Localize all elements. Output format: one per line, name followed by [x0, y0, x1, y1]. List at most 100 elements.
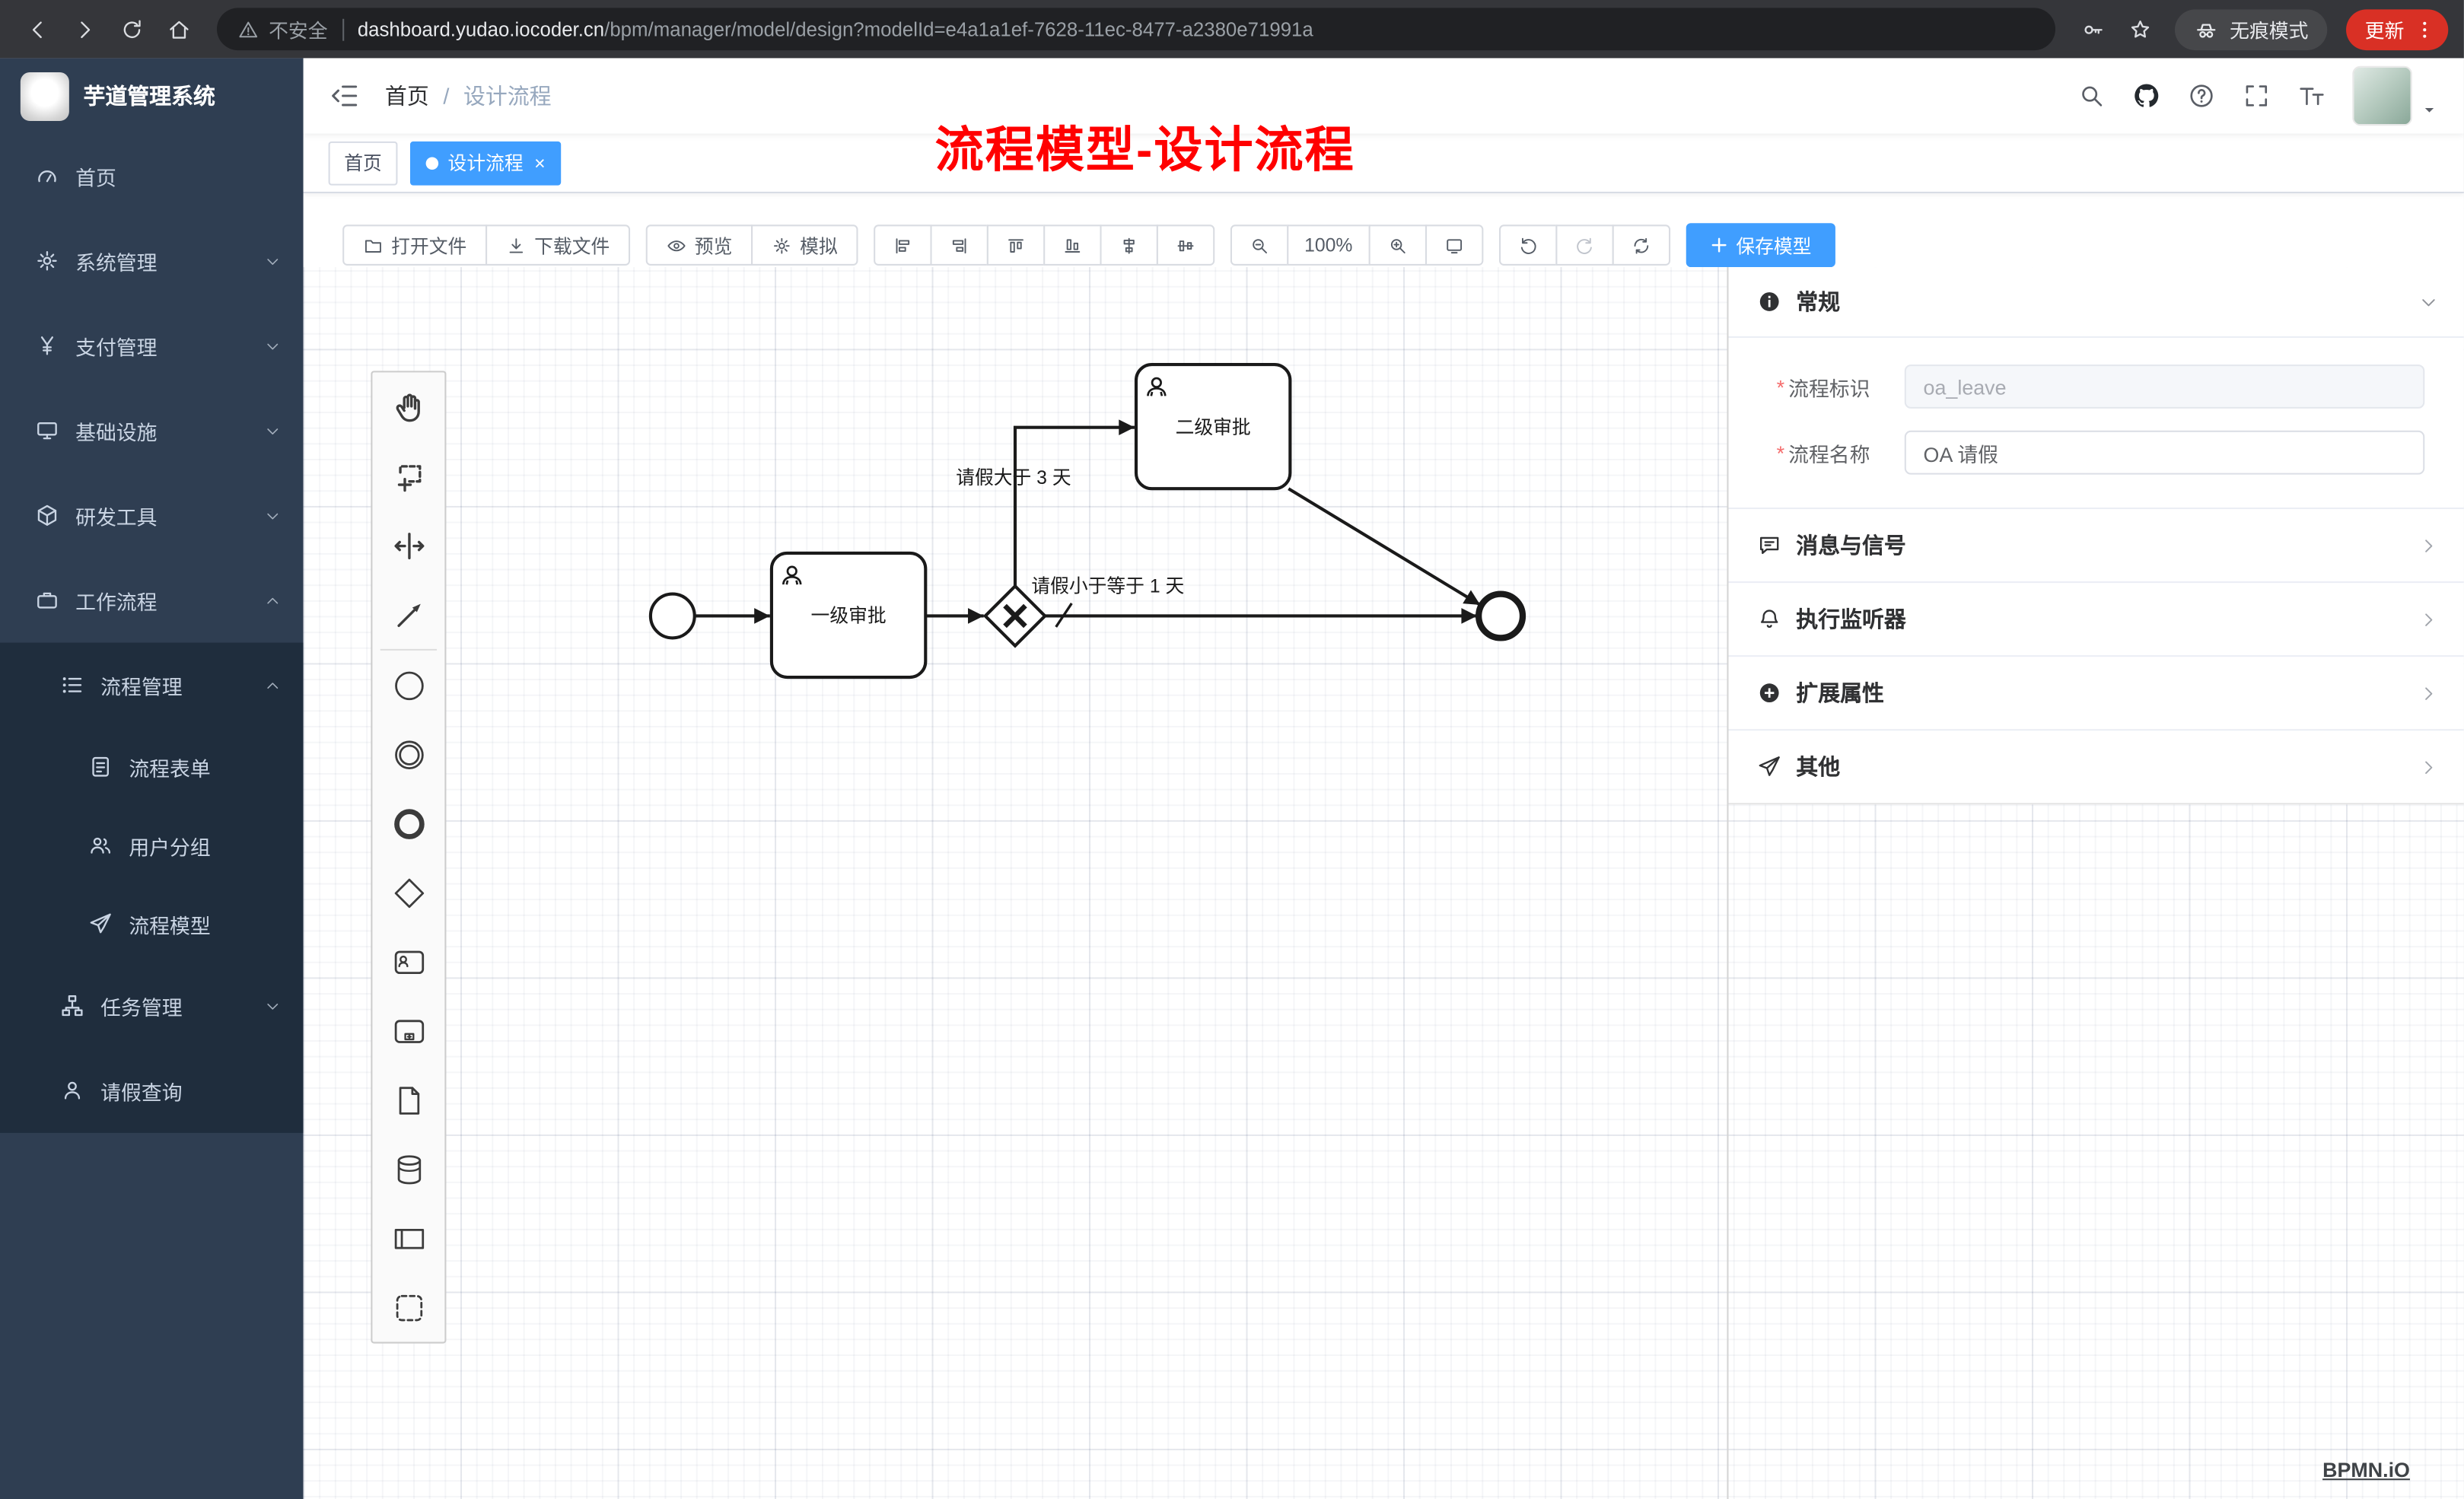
breadcrumb-home[interactable]: 首页 [384, 83, 429, 109]
exclusive-gateway[interactable] [982, 584, 1048, 648]
download-file-button[interactable]: 下载文件 [485, 224, 631, 266]
process-key-field-row: *流程标识 [1729, 354, 2464, 420]
create-group[interactable] [372, 1273, 444, 1342]
align-center-vertical-button[interactable] [1100, 224, 1159, 266]
github-icon[interactable] [2132, 81, 2160, 110]
avatar[interactable] [2352, 65, 2412, 126]
fullscreen-icon[interactable] [2243, 81, 2271, 110]
align-center-vertical-icon [1119, 235, 1139, 256]
properties-panel: 常规 *流程标识 *流程名称 消息与信号 [1727, 267, 2464, 1499]
zoom-in-button[interactable] [1368, 224, 1427, 266]
plus-circle-icon [1757, 680, 1782, 705]
panel-section-listeners[interactable]: 执行监听器 [1728, 581, 2464, 655]
breadcrumb-current: 设计流程 [463, 83, 552, 109]
sidebar-item-process-model[interactable]: 流程模型 [0, 885, 304, 963]
palette-separator [380, 648, 438, 651]
flow-gateway-to-task2[interactable] [1013, 419, 1135, 587]
bpmn-io-watermark[interactable]: BPMN.iO [2322, 1458, 2410, 1482]
open-file-button[interactable]: 打开文件 [342, 224, 488, 266]
end-event[interactable] [1476, 590, 1526, 641]
create-data-object[interactable] [372, 1065, 444, 1135]
sidebar-item-infra[interactable]: 基础设施 [0, 388, 304, 473]
help-icon[interactable] [2187, 81, 2215, 110]
browser-back-button[interactable] [16, 7, 60, 51]
browser-forward-button[interactable] [63, 7, 107, 51]
flow-label-gt3: 请假大于 3 天 [956, 467, 1071, 489]
lasso-tool[interactable] [372, 441, 444, 511]
sidebar-item-home[interactable]: 首页 [0, 134, 304, 219]
user-task-level2[interactable]: 二级审批 [1134, 363, 1292, 491]
align-bottom-button[interactable] [1043, 224, 1102, 266]
bookmark-star-icon[interactable] [2119, 7, 2163, 51]
sidebar-item-process-manage[interactable]: 流程管理 [0, 643, 304, 728]
sidebar-item-leave-query[interactable]: 请假查询 [0, 1048, 304, 1133]
sidebar-item-system[interactable]: 系统管理 [0, 218, 304, 304]
font-size-icon[interactable] [2297, 81, 2326, 110]
browser-update-button[interactable]: 更新 [2346, 8, 2449, 50]
create-data-store[interactable] [372, 1135, 444, 1204]
save-model-button[interactable]: 保存模型 [1686, 223, 1835, 268]
group-icon [390, 1289, 426, 1325]
comment-icon [1757, 533, 1782, 558]
flow-task2-to-end[interactable] [1288, 487, 1482, 606]
active-tab-dot [425, 156, 439, 169]
tab-design-process[interactable]: 设计流程 × [409, 140, 562, 185]
password-key-icon[interactable] [2071, 7, 2115, 51]
space-tool[interactable] [372, 511, 444, 580]
sidebar-item-user-group[interactable]: 用户分组 [0, 806, 304, 884]
preview-button[interactable]: 预览 [645, 224, 753, 266]
tab-close-icon[interactable]: × [534, 151, 546, 174]
sidebar-item-task-manage[interactable]: 任务管理 [0, 963, 304, 1049]
panel-section-general[interactable]: 常规 [1728, 267, 2464, 338]
sidebar-item-workflow[interactable]: 工作流程 [0, 558, 304, 643]
end-event-icon [390, 805, 426, 841]
user-task-level1[interactable]: 一级审批 [769, 551, 928, 679]
people-icon [88, 832, 113, 858]
panel-section-extensions[interactable]: 扩展属性 [1728, 655, 2464, 729]
browser-reload-button[interactable] [110, 7, 154, 51]
sidebar-item-payment[interactable]: 支付管理 [0, 304, 304, 389]
align-bottom-icon [1062, 235, 1083, 256]
tab-home[interactable]: 首页 [328, 140, 398, 185]
create-subprocess[interactable] [372, 996, 444, 1065]
user-menu[interactable] [2352, 65, 2439, 126]
sidebar-item-process-form[interactable]: 流程表单 [0, 727, 304, 806]
create-gateway[interactable] [372, 858, 444, 927]
paper-plane-icon [1757, 754, 1782, 779]
search-icon[interactable] [2077, 81, 2106, 110]
address-bar[interactable]: 不安全 dashboard.yudao.iocoder.cn/bpm/manag… [216, 8, 2055, 51]
panel-section-messages[interactable]: 消息与信号 [1728, 507, 2464, 581]
align-right-button[interactable] [930, 224, 989, 266]
process-name-input[interactable] [1904, 430, 2425, 475]
start-event[interactable] [648, 592, 696, 640]
align-top-button[interactable] [986, 224, 1046, 266]
tags-view-bar: 首页 设计流程 × [303, 133, 2464, 193]
sidebar-fold-icon[interactable] [329, 80, 360, 111]
browser-home-button[interactable] [158, 7, 202, 51]
undo-button[interactable] [1498, 224, 1557, 266]
panel-section-other[interactable]: 其他 [1728, 729, 2464, 803]
create-intermediate-event[interactable] [372, 720, 444, 789]
zoom-reset-button[interactable] [1425, 224, 1483, 266]
database-icon [390, 1151, 426, 1187]
align-center-horizontal-button[interactable] [1156, 224, 1215, 266]
chevron-down-icon [264, 252, 282, 269]
zoom-out-button[interactable] [1230, 224, 1289, 266]
bpmn-canvas[interactable]: 一级审批 二级审批 [304, 192, 2464, 1499]
restart-button[interactable] [1612, 224, 1670, 266]
create-user-task[interactable] [372, 927, 444, 996]
create-participant[interactable] [372, 1204, 444, 1273]
process-key-input[interactable] [1904, 364, 2425, 409]
hand-tool[interactable] [372, 372, 444, 441]
create-start-event[interactable] [372, 651, 444, 720]
browser-menu-icon[interactable] [2414, 18, 2436, 40]
redo-button[interactable] [1555, 224, 1614, 266]
gear-icon [772, 235, 792, 256]
gear-icon [34, 248, 59, 273]
user-task-icon [390, 944, 426, 979]
global-connect-tool[interactable] [372, 580, 444, 649]
sidebar-item-devtool[interactable]: 研发工具 [0, 473, 304, 559]
simulate-button[interactable]: 模拟 [751, 224, 858, 266]
align-left-button[interactable] [874, 224, 932, 266]
create-end-event[interactable] [372, 789, 444, 858]
